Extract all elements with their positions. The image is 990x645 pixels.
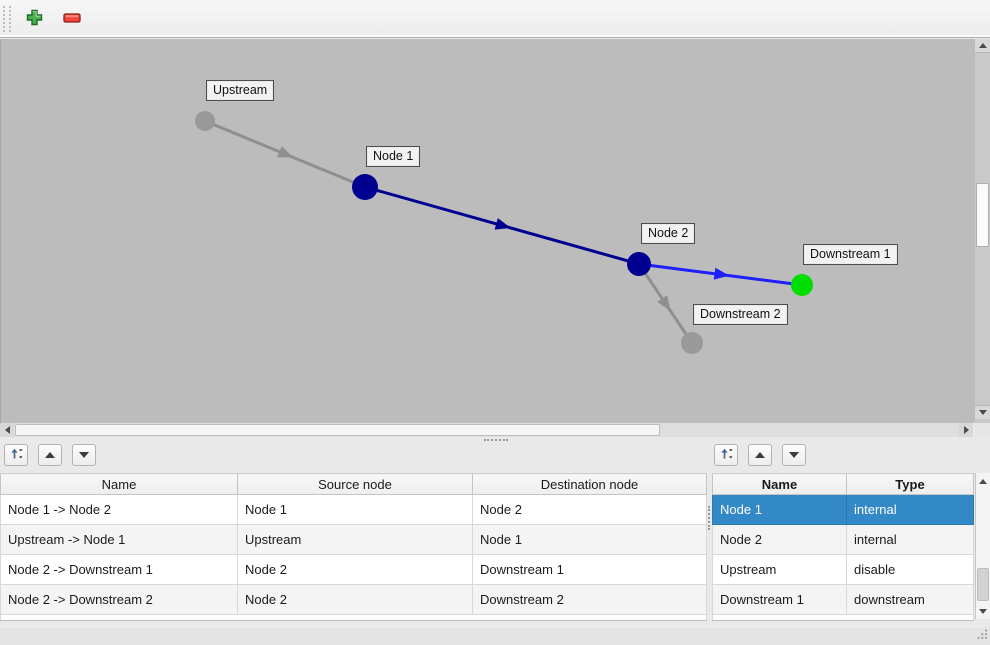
toolbar-drag-handle[interactable]: [3, 5, 11, 32]
edges-move-up-button[interactable]: [38, 444, 62, 466]
column-header-name[interactable]: Name: [712, 473, 847, 495]
cell-destination: Node 1: [472, 524, 707, 555]
table-row[interactable]: Upstream disable: [712, 554, 974, 585]
cell-name: Node 1 -> Node 2: [0, 494, 238, 525]
main-toolbar: [0, 0, 990, 38]
graph-node-upstream[interactable]: [195, 111, 215, 131]
status-bar: [0, 628, 990, 645]
table-row[interactable]: Node 1 -> Node 2 Node 1 Node 2: [0, 494, 707, 525]
table-row[interactable]: Upstream -> Node 1 Upstream Node 1: [0, 524, 707, 555]
table-row[interactable]: Node 2 internal: [712, 524, 974, 555]
cell-source: Node 2: [237, 554, 473, 585]
column-header-type[interactable]: Type: [846, 473, 974, 495]
nodes-table-toolbar: [714, 444, 806, 467]
cell-name: Node 1: [712, 494, 847, 525]
nodes-move-down-button[interactable]: [782, 444, 806, 466]
scroll-left-button[interactable]: [0, 423, 14, 437]
triangle-down-icon: [979, 608, 987, 614]
cell-name: Node 2 -> Downstream 1: [0, 554, 238, 585]
vertical-splitter[interactable]: [706, 444, 712, 621]
cell-name: Upstream: [712, 554, 847, 585]
cell-source: Upstream: [237, 524, 473, 555]
nodes-table-header: Name Type: [712, 473, 974, 495]
column-header-source-node[interactable]: Source node: [237, 473, 473, 495]
edge-arrowhead-icon: [713, 267, 730, 280]
cell-destination: Node 2: [472, 494, 707, 525]
horizontal-scroll-thumb[interactable]: [15, 424, 660, 436]
edge-arrowhead-icon: [657, 295, 671, 311]
cell-source: Node 1: [237, 494, 473, 525]
table-row-selected[interactable]: Node 1 internal: [712, 494, 974, 525]
table-row[interactable]: Node 2 -> Downstream 1 Node 2 Downstream…: [0, 554, 707, 585]
move-down-icon: [79, 452, 89, 458]
table-row-empty: [712, 614, 974, 621]
sort-ascending-icon: [10, 447, 23, 463]
graph-node-node2[interactable]: [627, 252, 651, 276]
triangle-up-icon: [978, 43, 987, 48]
sort-ascending-icon: [720, 447, 733, 463]
cell-name: Upstream -> Node 1: [0, 524, 238, 555]
table-row[interactable]: Downstream 1 downstream: [712, 584, 974, 615]
triangle-up-icon: [979, 478, 987, 484]
splitter-handle-icon: [484, 439, 508, 441]
nodes-move-up-button[interactable]: [748, 444, 772, 466]
scroll-down-button[interactable]: [976, 604, 990, 618]
column-header-name[interactable]: Name: [0, 473, 238, 495]
edge-arrowhead-icon: [277, 146, 294, 158]
horizontal-splitter[interactable]: [0, 437, 990, 444]
resize-grip-icon[interactable]: [976, 628, 988, 643]
splitter-handle-icon: [708, 506, 710, 530]
cell-name: Node 2 -> Downstream 2: [0, 584, 238, 615]
triangle-right-icon: [963, 426, 969, 434]
column-header-destination-node[interactable]: Destination node: [472, 473, 707, 495]
move-up-icon: [755, 452, 765, 458]
node-label-downstream1[interactable]: Downstream 1: [803, 244, 898, 265]
scroll-right-button[interactable]: [959, 423, 973, 437]
node-label-node2[interactable]: Node 2: [641, 223, 696, 244]
cell-type: downstream: [846, 584, 974, 615]
scroll-up-button[interactable]: [976, 474, 990, 488]
edges-table-header: Name Source node Destination node: [0, 473, 707, 495]
table-row-empty: [0, 614, 707, 621]
cell-source: Node 2: [237, 584, 473, 615]
cell-type: internal: [846, 494, 974, 525]
vertical-scroll-thumb[interactable]: [977, 568, 989, 601]
remove-node-button[interactable]: [57, 4, 87, 34]
nodes-table-scrollbar[interactable]: [975, 473, 990, 619]
cell-type: disable: [846, 554, 974, 585]
add-node-button[interactable]: [19, 4, 49, 34]
node-label-upstream[interactable]: Upstream: [206, 80, 275, 101]
canvas-vertical-scrollbar[interactable]: [975, 39, 990, 423]
remove-minus-icon: [63, 11, 81, 26]
edge-arrowhead-icon: [494, 218, 511, 230]
nodes-table: Name Type Node 1 internal Node 2 interna…: [712, 473, 974, 621]
canvas-horizontal-scrollbar[interactable]: [0, 423, 973, 437]
table-row[interactable]: Node 2 -> Downstream 2 Node 2 Downstream…: [0, 584, 707, 615]
scroll-down-button[interactable]: [975, 405, 990, 419]
scrollbar-corner: [975, 423, 990, 437]
edges-table: Name Source node Destination node Node 1…: [0, 473, 707, 621]
node-label-node1[interactable]: Node 1: [366, 146, 421, 167]
add-plus-icon: [26, 9, 43, 29]
cell-destination: Downstream 1: [472, 554, 707, 585]
cell-destination: Downstream 2: [472, 584, 707, 615]
move-down-icon: [789, 452, 799, 458]
cell-name: Downstream 1: [712, 584, 847, 615]
triangle-down-icon: [978, 410, 987, 415]
scroll-up-button[interactable]: [975, 39, 990, 53]
graph-node-downstream1[interactable]: [791, 274, 813, 296]
vertical-scroll-thumb[interactable]: [976, 183, 989, 247]
cell-name: Node 2: [712, 524, 847, 555]
node-label-downstream2[interactable]: Downstream 2: [693, 304, 788, 325]
edges-table-toolbar: [4, 444, 96, 467]
graph-node-downstream2[interactable]: [681, 332, 703, 354]
nodes-sort-button[interactable]: [714, 444, 738, 466]
triangle-left-icon: [4, 426, 10, 434]
edges-move-down-button[interactable]: [72, 444, 96, 466]
graph-node-node1[interactable]: [352, 174, 378, 200]
move-up-icon: [45, 452, 55, 458]
edges-sort-button[interactable]: [4, 444, 28, 466]
cell-type: internal: [846, 524, 974, 555]
